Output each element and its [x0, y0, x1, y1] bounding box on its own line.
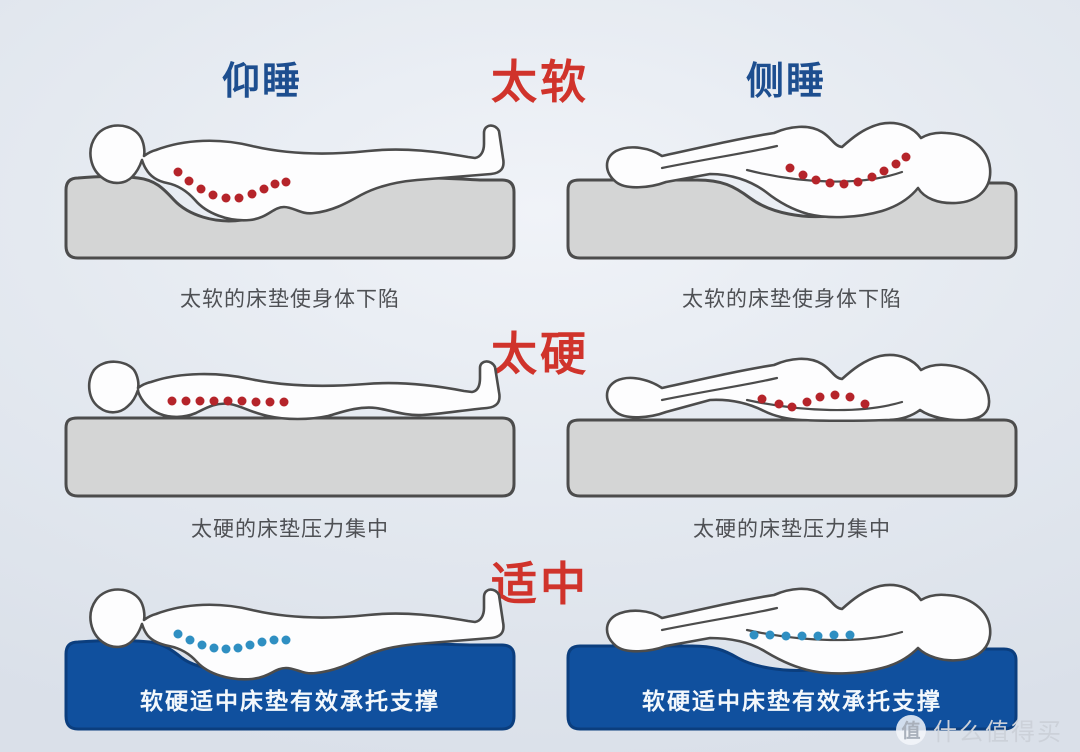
medium-side-sleeper-illustration [566, 583, 1018, 731]
sleeper-body-outline [87, 360, 501, 421]
column-header-side-sleep: 侧睡 [745, 61, 826, 103]
watermark-text: 什么值得买 [933, 719, 1063, 746]
section-heading-too-hard: 太硬 [491, 328, 589, 380]
too-soft-side-sleeper-illustration [566, 121, 1018, 260]
smzdm-logo-icon: 值 [896, 714, 926, 745]
pressure-dots-red [173, 167, 291, 203]
pressure-dots-red [167, 396, 289, 407]
pressure-dots-red [785, 152, 911, 189]
figure-too-soft-side-sleeper [562, 106, 1022, 266]
medium-mattress-shape [566, 644, 1018, 731]
support-dots-blue [749, 630, 855, 641]
caption-hard-side: 太硬的床垫压力集中 [693, 518, 891, 541]
figure-too-hard-side-sleeper [562, 344, 1022, 504]
pressure-dots-red [757, 390, 870, 412]
figure-too-soft-back-sleeper [60, 106, 520, 266]
hard-mattress-shape [64, 416, 516, 498]
section-heading-too-soft: 太软 [491, 56, 589, 108]
mattress-support-label-back: 软硬适中床垫有效承托支撑 [140, 688, 440, 714]
support-dots-blue [173, 629, 291, 654]
figure-medium-back-sleeper [60, 578, 520, 738]
watermark: 值 什么值得买 [896, 712, 1063, 747]
figure-medium-side-sleeper [562, 578, 1022, 738]
too-hard-back-sleeper-illustration [64, 360, 516, 498]
caption-hard-back: 太硬的床垫压力集中 [191, 518, 389, 541]
column-header-back-sleep: 仰睡 [221, 61, 302, 103]
sleeper-body-outline [605, 353, 991, 423]
figure-too-hard-back-sleeper [60, 344, 520, 504]
section-heading-medium: 适中 [491, 558, 589, 610]
too-soft-back-sleeper-illustration [64, 124, 516, 260]
too-hard-side-sleeper-illustration [566, 353, 1018, 498]
caption-soft-side: 太软的床垫使身体下陷 [682, 288, 902, 311]
caption-soft-back: 太软的床垫使身体下陷 [180, 288, 400, 311]
sleeper-body-outline [605, 583, 992, 675]
leg-divide-line [660, 606, 779, 632]
arm-line [745, 398, 904, 412]
medium-back-sleeper-illustration [64, 588, 516, 731]
leg-divide-line [660, 376, 779, 402]
sleeper-body-outline [605, 121, 992, 219]
sleeper-body-outline [89, 124, 505, 222]
hard-mattress-shape [566, 418, 1018, 498]
leg-divide-line [660, 144, 779, 170]
mattress-support-label-side: 软硬适中床垫有效承托支撑 [642, 688, 942, 714]
sleeper-body-outline [89, 588, 505, 681]
